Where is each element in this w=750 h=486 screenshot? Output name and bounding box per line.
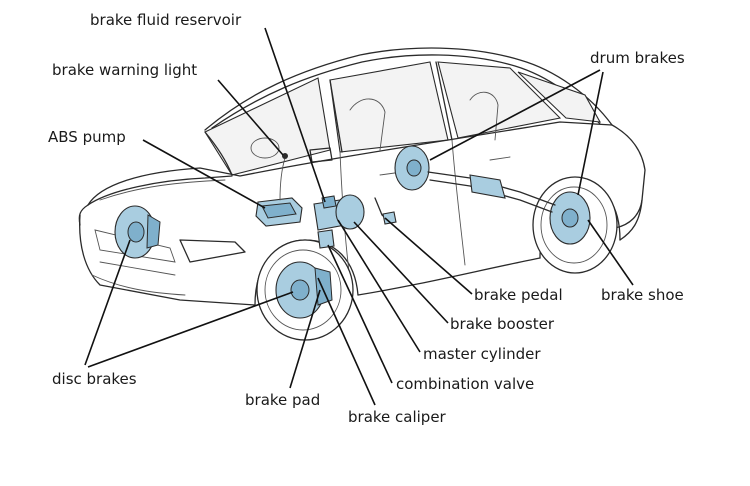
label-brake-pad: brake pad [245, 391, 321, 409]
leader-brake-shoe [587, 219, 634, 286]
label-brake-warning-light: brake warning light [52, 61, 198, 79]
front-left-disc [114, 205, 161, 259]
leader-master-cylinder [337, 219, 421, 353]
car-body [78, 47, 646, 306]
leader-drum-brakes-1 [429, 69, 601, 161]
label-brake-pedal: brake pedal [474, 286, 563, 304]
leader-combination-valve [327, 244, 393, 384]
front-wheel [256, 239, 354, 341]
leader-abs-pump [142, 139, 266, 209]
brake-line [279, 157, 286, 201]
leader-brake-pad [289, 289, 321, 389]
label-brake-shoe: brake shoe [601, 286, 684, 304]
label-disc-brakes: disc brakes [52, 370, 137, 388]
abs-pump [255, 197, 303, 227]
leader-brake-fluid-reservoir [264, 27, 326, 203]
label-abs-pump: ABS pump [48, 128, 126, 146]
label-drum-brakes: drum brakes [590, 49, 685, 67]
leader-brake-booster [353, 221, 449, 324]
leader-brake-caliper [317, 277, 376, 406]
rear-axle [427, 171, 556, 213]
leader-brake-warning-light [217, 79, 284, 156]
leader-disc-brakes-2 [87, 291, 294, 368]
brake-assembly [313, 194, 365, 249]
leader-disc-brakes-1 [84, 239, 131, 366]
label-brake-fluid-reservoir: brake fluid reservoir [90, 11, 242, 29]
label-brake-booster: brake booster [450, 315, 554, 333]
label-master-cylinder: master cylinder [423, 345, 541, 363]
rear-wheel [532, 176, 618, 274]
leader-brake-pedal [384, 217, 473, 295]
leader-drum-brakes-2 [577, 71, 604, 196]
rear-left-drum [394, 145, 430, 191]
label-combination-valve: combination valve [396, 375, 535, 393]
label-brake-caliper: brake caliper [348, 408, 446, 426]
